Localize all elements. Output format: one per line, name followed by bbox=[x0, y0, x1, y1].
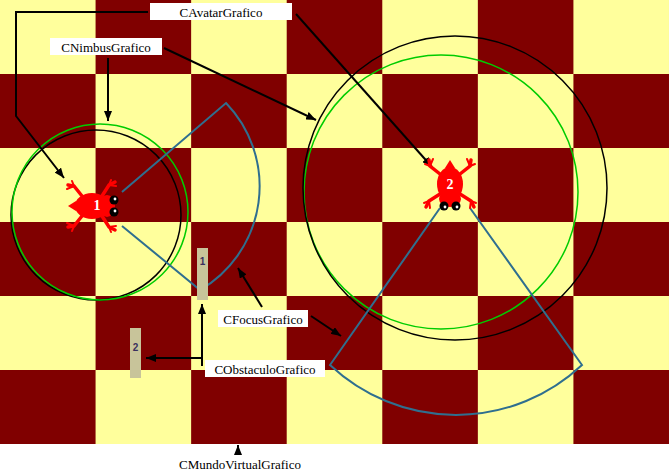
nimbus-circle bbox=[304, 55, 578, 329]
obstacle-bar: 1 bbox=[197, 248, 208, 300]
leader-arrow bbox=[311, 316, 341, 336]
leader-arrow bbox=[164, 48, 316, 120]
leader-arrow bbox=[296, 14, 432, 167]
leader-arrow bbox=[237, 445, 239, 453]
class-name: CNimbusGrafico bbox=[61, 40, 151, 55]
callout-number: 2 bbox=[440, 176, 460, 194]
class-name: CAvatarGrafico bbox=[180, 5, 263, 20]
avatar-figure: 1 bbox=[64, 178, 124, 234]
callout-number: 1 bbox=[87, 197, 107, 215]
class-label: CFocusGrafico bbox=[218, 310, 308, 327]
class-name: CObstaculoGrafico bbox=[214, 362, 315, 377]
nimbus-circle bbox=[12, 124, 188, 300]
class-name: CFocusGrafico bbox=[223, 312, 302, 327]
leader-arrow bbox=[201, 304, 203, 366]
callout-number: 2 bbox=[130, 341, 141, 355]
leader-arrow bbox=[146, 357, 202, 359]
callout-number: 1 bbox=[197, 255, 208, 269]
class-label: CNimbusGrafico bbox=[50, 38, 162, 55]
class-label: CObstaculoGrafico bbox=[205, 360, 325, 377]
leader-arrow bbox=[238, 268, 262, 307]
leader-arrow bbox=[107, 58, 109, 121]
avatar-figure: 2 bbox=[420, 156, 480, 216]
nimbus-circle bbox=[11, 130, 181, 300]
class-name: CMundoVirtualGrafico bbox=[179, 457, 301, 472]
checkerboard bbox=[0, 0, 669, 444]
nimbus-circle bbox=[303, 36, 607, 340]
focus-sector bbox=[330, 208, 582, 415]
obstacle-bar: 2 bbox=[130, 328, 141, 378]
class-label: CMundoVirtualGrafico bbox=[170, 455, 310, 472]
leader-arrow bbox=[16, 12, 148, 178]
class-label: CAvatarGrafico bbox=[150, 3, 292, 20]
focus-sector bbox=[122, 103, 260, 290]
